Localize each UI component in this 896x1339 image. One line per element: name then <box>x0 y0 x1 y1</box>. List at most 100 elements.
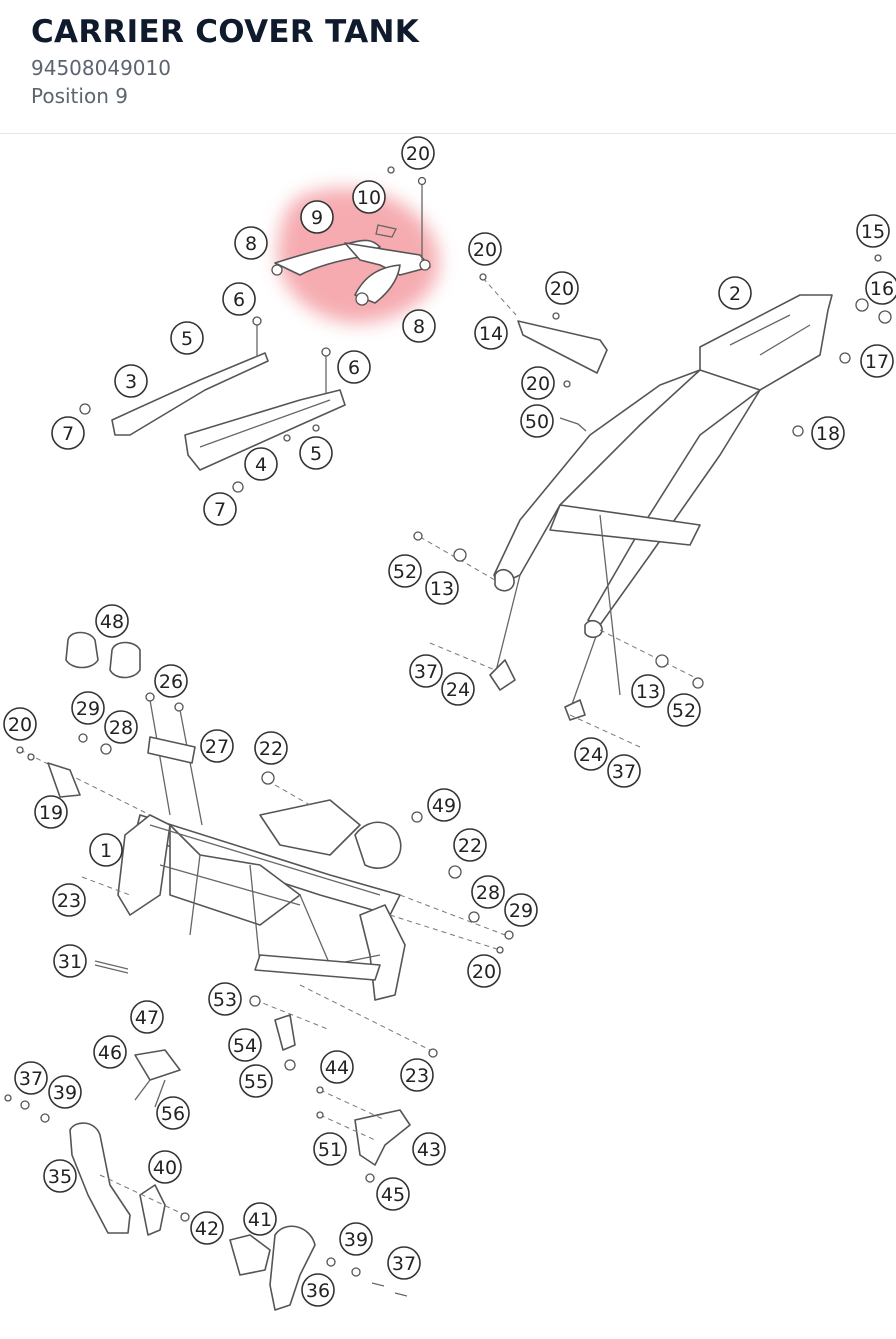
callout-7[interactable]: 7 <box>51 416 85 450</box>
callout-5[interactable]: 5 <box>170 321 204 355</box>
callout-47[interactable]: 47 <box>130 1000 164 1034</box>
callout-20[interactable]: 20 <box>3 707 37 741</box>
svg-text:47: 47 <box>135 1007 159 1029</box>
callout-19[interactable]: 19 <box>34 795 68 829</box>
svg-text:2: 2 <box>729 283 741 305</box>
callout-5[interactable]: 5 <box>299 436 333 470</box>
callout-41[interactable]: 41 <box>243 1202 277 1236</box>
callout-27[interactable]: 27 <box>200 729 234 763</box>
carrier-cover-tank-part[interactable] <box>271 166 431 306</box>
svg-text:54: 54 <box>233 1035 257 1057</box>
callout-9[interactable]: 9 <box>300 200 334 234</box>
svg-text:9: 9 <box>311 207 323 229</box>
svg-text:20: 20 <box>406 143 430 165</box>
callout-1[interactable]: 1 <box>89 833 123 867</box>
svg-text:48: 48 <box>100 611 124 633</box>
svg-text:28: 28 <box>476 882 500 904</box>
svg-text:16: 16 <box>870 278 894 300</box>
callout-26[interactable]: 26 <box>154 664 188 698</box>
callout-48[interactable]: 48 <box>95 604 129 638</box>
callout-37[interactable]: 37 <box>409 654 443 688</box>
callout-29[interactable]: 29 <box>71 691 105 725</box>
callout-10[interactable]: 10 <box>352 180 386 214</box>
callout-35[interactable]: 35 <box>43 1159 77 1193</box>
callout-50[interactable]: 50 <box>520 404 554 438</box>
callout-37[interactable]: 37 <box>387 1246 421 1280</box>
callout-22[interactable]: 22 <box>453 828 487 862</box>
callout-6[interactable]: 6 <box>222 282 256 316</box>
callout-37[interactable]: 37 <box>14 1061 48 1095</box>
svg-text:39: 39 <box>53 1082 77 1104</box>
callout-18[interactable]: 18 <box>811 416 845 450</box>
callout-3[interactable]: 3 <box>114 364 148 398</box>
callout-52[interactable]: 52 <box>388 554 422 588</box>
callout-40[interactable]: 40 <box>148 1150 182 1184</box>
svg-text:1: 1 <box>100 840 112 862</box>
callout-20[interactable]: 20 <box>545 271 579 305</box>
svg-text:13: 13 <box>636 681 660 703</box>
svg-text:13: 13 <box>430 578 454 600</box>
callout-4[interactable]: 4 <box>244 447 278 481</box>
svg-text:24: 24 <box>579 744 603 766</box>
callout-2[interactable]: 2 <box>718 276 752 310</box>
svg-text:18: 18 <box>816 423 840 445</box>
svg-text:20: 20 <box>550 278 574 300</box>
callout-28[interactable]: 28 <box>471 875 505 909</box>
callout-20[interactable]: 20 <box>467 954 501 988</box>
callout-13[interactable]: 13 <box>425 571 459 605</box>
callout-42[interactable]: 42 <box>190 1211 224 1245</box>
callout-15[interactable]: 15 <box>856 214 890 248</box>
callout-28[interactable]: 28 <box>104 710 138 744</box>
callout-23[interactable]: 23 <box>52 883 86 917</box>
callout-6[interactable]: 6 <box>337 350 371 384</box>
callout-53[interactable]: 53 <box>208 982 242 1016</box>
callout-44[interactable]: 44 <box>320 1050 354 1084</box>
svg-text:8: 8 <box>413 316 425 338</box>
callout-39[interactable]: 39 <box>48 1075 82 1109</box>
svg-text:29: 29 <box>76 698 100 720</box>
callout-45[interactable]: 45 <box>376 1177 410 1211</box>
callout-46[interactable]: 46 <box>93 1035 127 1069</box>
rubber-mount-part <box>65 631 141 679</box>
callout-52[interactable]: 52 <box>667 693 701 727</box>
callout-24[interactable]: 24 <box>441 672 475 706</box>
callout-17[interactable]: 17 <box>860 344 894 378</box>
callout-55[interactable]: 55 <box>239 1064 273 1098</box>
callout-51[interactable]: 51 <box>313 1132 347 1166</box>
svg-text:31: 31 <box>58 951 82 973</box>
callout-22[interactable]: 22 <box>254 731 288 765</box>
right-rail-part <box>184 347 346 493</box>
svg-text:20: 20 <box>472 961 496 983</box>
callout-23[interactable]: 23 <box>400 1058 434 1092</box>
callout-20[interactable]: 20 <box>468 232 502 266</box>
callout-56[interactable]: 56 <box>156 1096 190 1130</box>
callout-36[interactable]: 36 <box>301 1273 335 1307</box>
callout-49[interactable]: 49 <box>427 788 461 822</box>
callout-16[interactable]: 16 <box>865 271 896 305</box>
callout-8[interactable]: 8 <box>234 226 268 260</box>
part-number: 94508049010 <box>31 56 171 80</box>
svg-text:6: 6 <box>348 357 360 379</box>
callout-43[interactable]: 43 <box>412 1132 446 1166</box>
callout-31[interactable]: 31 <box>53 944 87 978</box>
svg-text:44: 44 <box>325 1057 349 1079</box>
callout-24[interactable]: 24 <box>574 737 608 771</box>
callout-14[interactable]: 14 <box>474 316 508 350</box>
svg-text:5: 5 <box>181 328 193 350</box>
svg-text:26: 26 <box>159 671 183 693</box>
callout-8[interactable]: 8 <box>402 309 436 343</box>
callout-20[interactable]: 20 <box>401 136 435 170</box>
callout-20[interactable]: 20 <box>521 366 555 400</box>
callout-39[interactable]: 39 <box>339 1222 373 1256</box>
svg-text:39: 39 <box>344 1229 368 1251</box>
svg-text:50: 50 <box>525 411 549 433</box>
svg-text:51: 51 <box>318 1139 342 1161</box>
callout-37[interactable]: 37 <box>607 754 641 788</box>
callout-7[interactable]: 7 <box>203 492 237 526</box>
callout-54[interactable]: 54 <box>228 1028 262 1062</box>
callout-13[interactable]: 13 <box>631 674 665 708</box>
svg-text:55: 55 <box>244 1071 268 1093</box>
svg-text:45: 45 <box>381 1184 405 1206</box>
callout-29[interactable]: 29 <box>504 893 538 927</box>
